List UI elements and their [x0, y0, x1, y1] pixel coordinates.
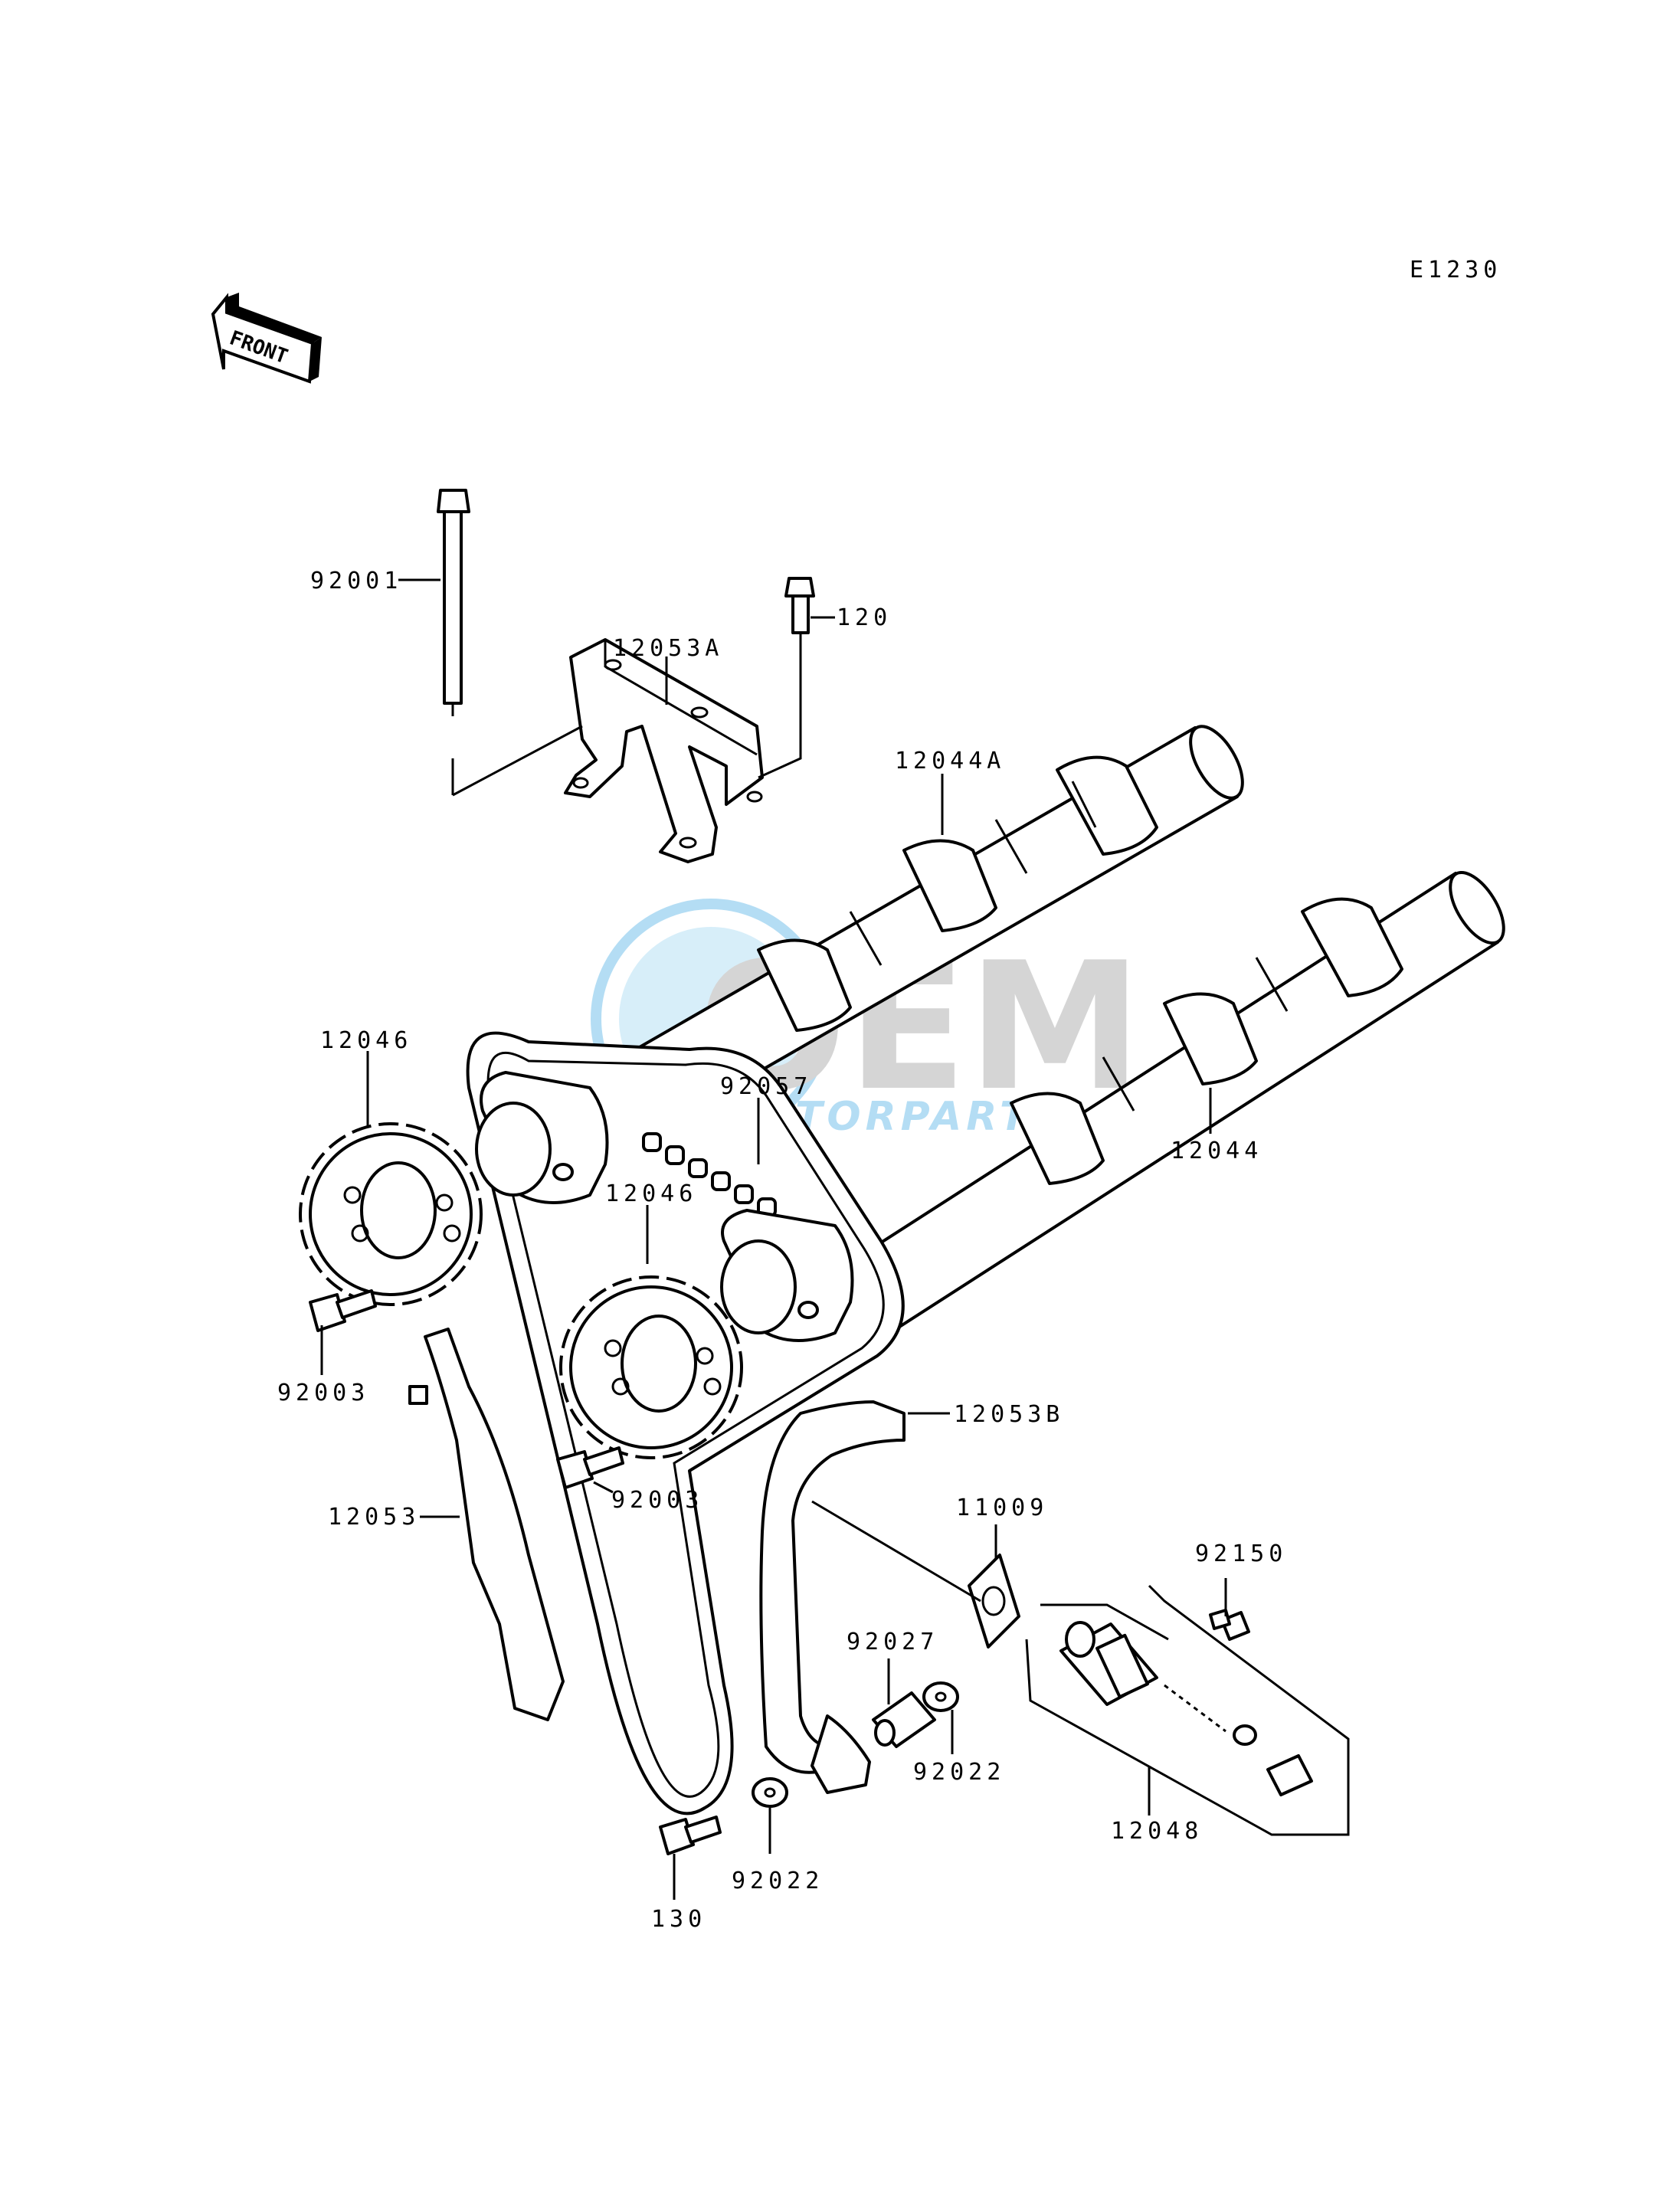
label-92003-right: 92003	[611, 1487, 703, 1514]
label-92001: 92001	[310, 568, 402, 594]
label-12053B: 12053B	[954, 1401, 1064, 1428]
label-130: 130	[651, 1906, 706, 1933]
label-120: 120	[837, 604, 892, 631]
bolt-120	[784, 577, 815, 645]
label-12044: 12044	[1171, 1138, 1262, 1164]
label-12053A: 12053A	[613, 635, 723, 662]
tensioner-12048	[1059, 1621, 1313, 1796]
assembly-bracket-12048	[1025, 1584, 1350, 1836]
label-92022-right: 92022	[913, 1759, 1005, 1786]
label-12044A: 12044A	[895, 748, 1005, 774]
chain-guide-12053B	[759, 1400, 905, 1794]
washer-92022-left	[752, 1777, 788, 1808]
cam-hub-upper	[475, 1071, 609, 1204]
part-labels: 92001 12053A 120 12044A 12046 92057 1204…	[277, 568, 1287, 1933]
label-92057: 92057	[720, 1073, 812, 1100]
camshaft-12044	[811, 870, 1505, 1357]
label-11009: 11009	[956, 1495, 1048, 1521]
label-12048: 12048	[1111, 1818, 1203, 1845]
bolt-92003-left	[309, 1289, 377, 1332]
cam-hub-lower	[720, 1209, 854, 1342]
chain-guide-12053	[408, 1328, 565, 1721]
bolt-92150	[1209, 1609, 1250, 1641]
guide-bracket-12053A	[564, 638, 764, 863]
bolt-92003-right	[556, 1446, 624, 1489]
bolt-92001	[437, 489, 470, 795]
washer-92022-right	[922, 1681, 959, 1712]
label-92027: 92027	[847, 1629, 938, 1655]
label-12053: 12053	[328, 1504, 420, 1531]
leader-lines	[320, 578, 1227, 1900]
gasket-11009	[968, 1554, 1020, 1649]
label-92150: 92150	[1195, 1541, 1287, 1567]
label-92022-left: 92022	[732, 1868, 824, 1894]
collar-92027	[872, 1691, 936, 1748]
label-12046-left: 12046	[320, 1027, 412, 1054]
label-12046-right: 12046	[605, 1180, 697, 1207]
sprocket-12046-right	[559, 1275, 743, 1459]
front-arrow-icon: FRONT	[211, 293, 322, 384]
sprocket-12046-left	[299, 1122, 483, 1306]
bolt-130	[659, 1816, 722, 1855]
label-92003-left: 92003	[277, 1380, 369, 1406]
diagram-code: E1230	[1410, 257, 1502, 283]
